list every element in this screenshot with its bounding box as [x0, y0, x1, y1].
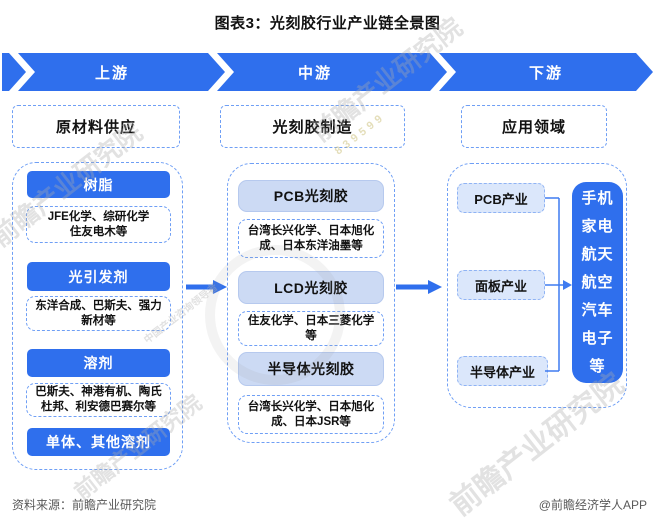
downstream-header: 应用领域 — [461, 105, 607, 148]
upstream-container — [12, 162, 183, 470]
midstream-item-lcd-photoresist: LCD光刻胶 — [238, 271, 384, 304]
midstream-companies-semiconductor: 台湾长兴化学、日本旭化 成、日本JSR等 — [238, 395, 384, 434]
midstream-item-pcb-photoresist: PCB光刻胶 — [238, 180, 384, 212]
midstream-companies-lcd: 住友化学、日本三菱化学 等 — [238, 311, 384, 346]
downstream-industry-semiconductor: 半导体产业 — [457, 356, 548, 386]
banner-label-downstream: 下游 — [528, 65, 564, 82]
upstream-item-monomer: 单体、其他溶剂 — [27, 428, 170, 456]
credit-note: @前瞻经济学人APP — [538, 498, 647, 512]
banner-chevron-band — [2, 53, 653, 91]
upstream-companies-photoinitiator: 东洋合成、巴斯夫、强力 新材等 — [26, 296, 171, 331]
midstream-companies-pcb: 台湾长兴化学、日本旭化 成、日本东洋油墨等 — [238, 219, 384, 258]
banner-label-upstream: 上游 — [94, 65, 130, 82]
downstream-industry-panel: 面板产业 — [457, 270, 545, 300]
upstream-item-photoinitiator: 光引发剂 — [27, 262, 170, 291]
downstream-industry-pcb: PCB产业 — [457, 183, 545, 213]
upstream-companies-solvent: 巴斯夫、神港有机、陶氏 杜邦、利安德巴赛尔等 — [26, 383, 171, 417]
downstream-applications-box: 手机 家电 航天 航空 汽车 电子 等 — [572, 182, 623, 383]
downstream-container — [447, 163, 627, 408]
upstream-header: 原材料供应 — [12, 105, 180, 148]
chevron-separator-icon — [208, 53, 234, 91]
midstream-header: 光刻胶制造 — [220, 105, 405, 148]
flow-arrowhead-icon — [428, 280, 442, 294]
banner-band-shape — [2, 53, 653, 91]
banner-label-midstream: 中游 — [297, 65, 333, 82]
upstream-companies-resin: JFE化学、综研化学 住友电木等 — [26, 206, 171, 243]
midstream-container — [227, 163, 395, 443]
upstream-item-solvent: 溶剂 — [27, 349, 170, 377]
page-title: 图表3：光刻胶行业产业链全景图 — [214, 15, 441, 32]
upstream-item-resin: 树脂 — [27, 171, 170, 198]
chevron-separator-icon — [430, 53, 456, 91]
flow-arrowhead-icon — [213, 280, 227, 294]
source-note: 资料来源：前瞻产业研究院 — [12, 498, 157, 512]
midstream-item-semiconductor-photoresist: 半导体光刻胶 — [238, 352, 384, 386]
chevron-separator-icon — [9, 53, 35, 91]
